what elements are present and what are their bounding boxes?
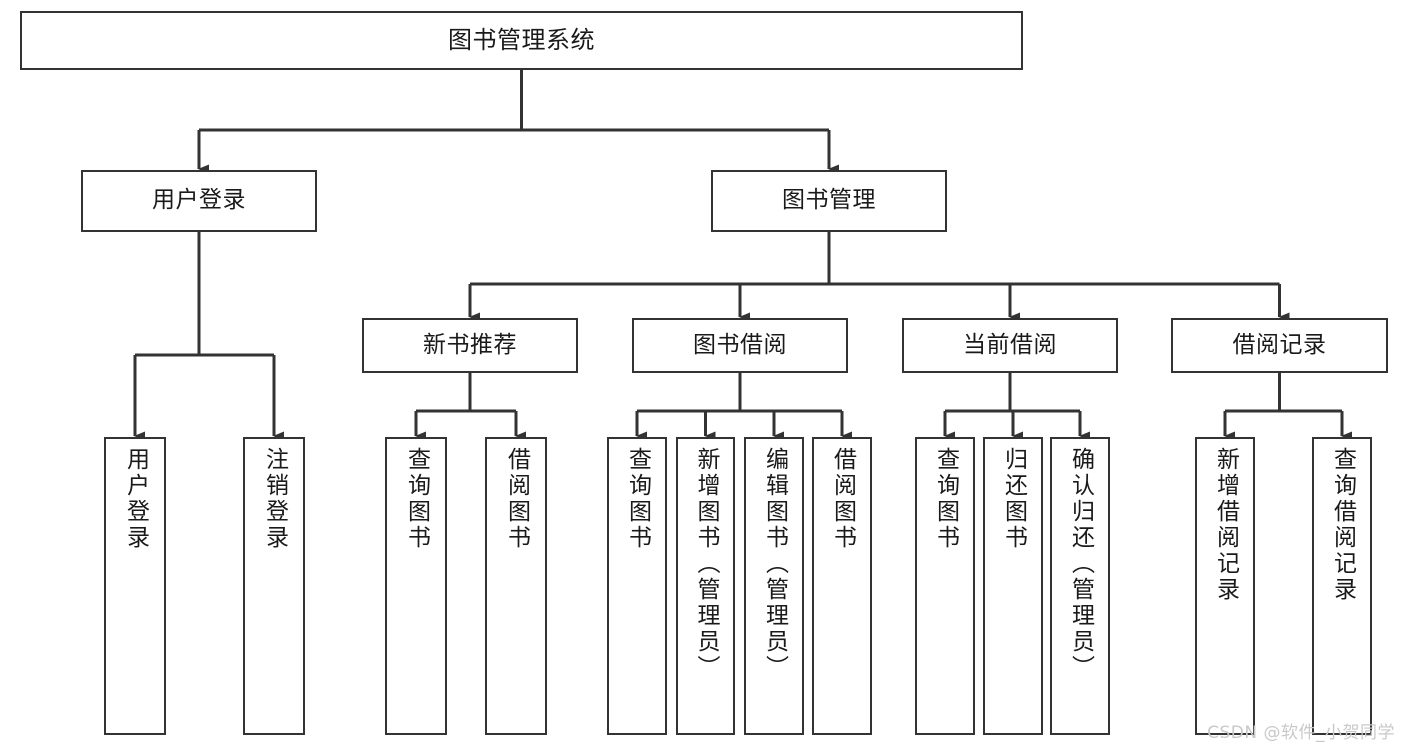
node-leaf-query-book-3[interactable]: 查询图书 bbox=[915, 437, 975, 735]
node-leaf-query-record-label: 查询借阅记录 bbox=[1329, 447, 1356, 603]
node-new-book-recommend-label: 新书推荐 bbox=[423, 331, 517, 358]
node-leaf-return-book-label: 归还图书 bbox=[1000, 447, 1027, 551]
node-leaf-add-record[interactable]: 新增借阅记录 bbox=[1195, 437, 1255, 735]
node-book-borrow[interactable]: 图书借阅 bbox=[632, 318, 848, 373]
node-leaf-logout[interactable]: 注销登录 bbox=[243, 437, 305, 735]
node-user-login[interactable]: 用户登录 bbox=[81, 170, 317, 232]
node-leaf-query-book-1[interactable]: 查询图书 bbox=[385, 437, 447, 735]
node-current-borrow[interactable]: 当前借阅 bbox=[902, 318, 1118, 373]
node-leaf-query-book-1-label: 查询图书 bbox=[403, 447, 430, 551]
node-borrow-record[interactable]: 借阅记录 bbox=[1171, 318, 1388, 373]
node-leaf-edit-book[interactable]: 编辑图书（管理员） bbox=[744, 437, 804, 735]
node-leaf-confirm-return[interactable]: 确认归还（管理员） bbox=[1050, 437, 1110, 735]
node-leaf-add-book[interactable]: 新增图书（管理员） bbox=[676, 437, 735, 735]
node-leaf-user-login-label: 用户登录 bbox=[122, 447, 149, 551]
node-leaf-logout-label: 注销登录 bbox=[261, 447, 288, 551]
node-leaf-confirm-return-label: 确认归还（管理员） bbox=[1067, 447, 1094, 681]
node-leaf-edit-book-label: 编辑图书（管理员） bbox=[761, 447, 788, 681]
node-leaf-borrow-book-1-label: 借阅图书 bbox=[503, 447, 530, 551]
node-leaf-query-record[interactable]: 查询借阅记录 bbox=[1312, 437, 1372, 735]
node-leaf-user-login[interactable]: 用户登录 bbox=[104, 437, 166, 735]
node-leaf-add-book-label: 新增图书（管理员） bbox=[693, 447, 719, 681]
node-new-book-recommend[interactable]: 新书推荐 bbox=[362, 318, 578, 373]
node-root[interactable]: 图书管理系统 bbox=[20, 11, 1023, 70]
node-book-management-label: 图书管理 bbox=[782, 187, 876, 214]
node-leaf-query-book-2-label: 查询图书 bbox=[624, 447, 651, 551]
node-leaf-add-record-label: 新增借阅记录 bbox=[1212, 447, 1239, 603]
node-borrow-record-label: 借阅记录 bbox=[1232, 331, 1327, 358]
node-leaf-query-book-3-label: 查询图书 bbox=[932, 447, 959, 551]
node-book-management[interactable]: 图书管理 bbox=[711, 170, 947, 232]
node-user-login-label: 用户登录 bbox=[152, 187, 246, 214]
node-book-borrow-label: 图书借阅 bbox=[693, 331, 787, 358]
node-leaf-borrow-book-1[interactable]: 借阅图书 bbox=[485, 437, 547, 735]
node-leaf-return-book[interactable]: 归还图书 bbox=[983, 437, 1043, 735]
node-root-label: 图书管理系统 bbox=[448, 26, 595, 55]
node-current-borrow-label: 当前借阅 bbox=[963, 331, 1057, 358]
node-leaf-borrow-book-2[interactable]: 借阅图书 bbox=[812, 437, 872, 735]
node-leaf-query-book-2[interactable]: 查询图书 bbox=[607, 437, 667, 735]
node-leaf-borrow-book-2-label: 借阅图书 bbox=[829, 447, 856, 551]
